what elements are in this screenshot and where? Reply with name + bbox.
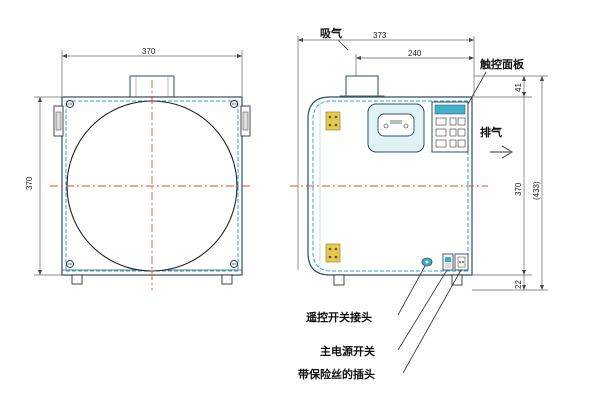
remote-switch-connector (421, 257, 433, 267)
exhaust-arrow (490, 145, 513, 159)
side-depth-partial-label: 240 (408, 49, 422, 58)
remote-connector-label: 遥控开关接头 (306, 310, 372, 324)
side-bottom-hinge (325, 243, 341, 263)
remote-connector-leader (397, 265, 426, 316)
top-offset-label: 41 (514, 83, 523, 92)
front-left-foot (71, 274, 83, 285)
control-panel-label: 触控面板 (479, 57, 525, 71)
front-left-latch (53, 105, 64, 137)
main-power-label: 主电源开关 (320, 344, 375, 358)
fused-socket-leader (402, 269, 462, 374)
front-view: 370 370 (25, 47, 252, 290)
side-top-hinge (325, 111, 341, 131)
touch-control-panel (431, 101, 469, 153)
foot-height-label: 22 (514, 280, 523, 289)
front-corner-screws (66, 100, 238, 268)
exhaust-label: 排气 (480, 125, 502, 139)
fused-power-socket (454, 253, 469, 271)
side-right-foot (451, 274, 463, 286)
front-right-foot (221, 274, 233, 285)
front-width-label: 370 (142, 47, 156, 56)
overall-height-label: (433) (532, 181, 541, 200)
main-power-leader (397, 269, 448, 351)
side-outlet-pipe (345, 75, 379, 98)
side-carry-handle (367, 103, 425, 153)
fused-socket-label: 带保险丝的插头 (298, 367, 375, 381)
side-left-foot (333, 274, 345, 286)
front-right-latch (240, 105, 251, 137)
side-body-height-label: 370 (514, 182, 523, 196)
side-depth-total-label: 373 (373, 31, 387, 40)
front-height-label: 370 (25, 176, 34, 190)
intake-label: 吸气 (320, 26, 342, 40)
side-view: 吸气 373 240 (290, 26, 548, 381)
main-power-switch (442, 253, 454, 271)
